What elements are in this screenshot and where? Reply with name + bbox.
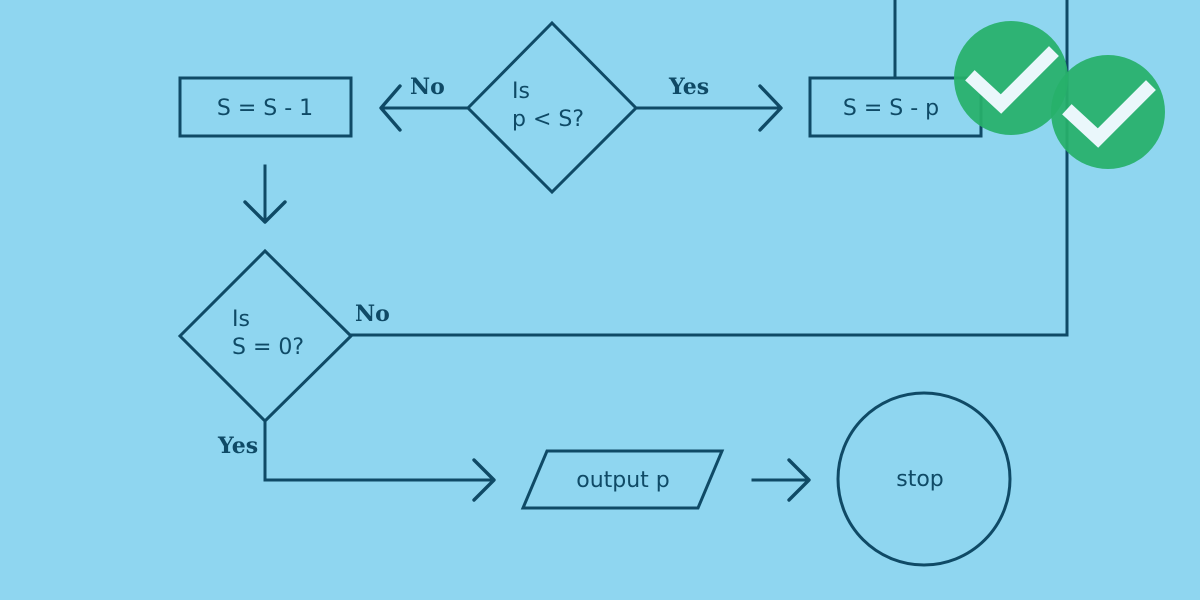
arrowhead-right xyxy=(758,84,783,132)
process-node-s-minus-p: S = S - p xyxy=(808,76,983,138)
badge-circle xyxy=(954,21,1068,135)
check-badge-2 xyxy=(1051,55,1165,169)
arrowhead-left xyxy=(379,84,402,132)
decision-node-s-eq-0: Is S = 0? xyxy=(177,248,354,424)
check-icon xyxy=(1062,80,1156,148)
edge-p-lt-s-yes: Yes xyxy=(634,74,783,132)
terminal-label: stop xyxy=(896,467,944,492)
decision-label-line2: p < S? xyxy=(512,107,584,132)
check-badge-1 xyxy=(954,21,1068,135)
decision-label-line1: Is xyxy=(232,307,250,332)
output-parallelogram xyxy=(520,449,725,510)
edge-line xyxy=(263,419,493,482)
edge-label-yes: Yes xyxy=(668,74,709,100)
decision-node-p-lt-s: Is p < S? xyxy=(465,20,639,195)
process-label: S = S - 1 xyxy=(217,96,313,121)
edge-to-s-zero-decision xyxy=(243,164,287,224)
output-node: output p xyxy=(520,449,725,510)
edge-label-no: No xyxy=(355,301,390,327)
decision-diamond xyxy=(465,20,639,195)
output-label: output p xyxy=(576,468,670,493)
arrowhead-right xyxy=(787,458,811,502)
badge-circle xyxy=(1051,55,1165,169)
edge-p-lt-s-no: No xyxy=(379,74,470,132)
check-icon xyxy=(965,46,1059,114)
edge-s-zero-no: No xyxy=(349,301,1069,337)
process-node-s-minus-1: S = S - 1 xyxy=(178,76,353,138)
edge-s-zero-yes: Yes xyxy=(217,419,496,502)
arrowhead-down xyxy=(243,200,287,224)
decision-label-line2: S = 0? xyxy=(232,335,304,360)
terminal-circle xyxy=(836,391,1012,567)
edge-label-no: No xyxy=(410,74,445,100)
process-label: S = S - p xyxy=(843,96,939,121)
arrowhead-right xyxy=(472,458,496,502)
edge-to-stop xyxy=(751,458,811,502)
decision-label-line1: Is xyxy=(512,79,530,104)
edge-label-yes: Yes xyxy=(217,433,258,459)
terminal-node-stop: stop xyxy=(836,391,1012,567)
process-box xyxy=(178,76,353,138)
